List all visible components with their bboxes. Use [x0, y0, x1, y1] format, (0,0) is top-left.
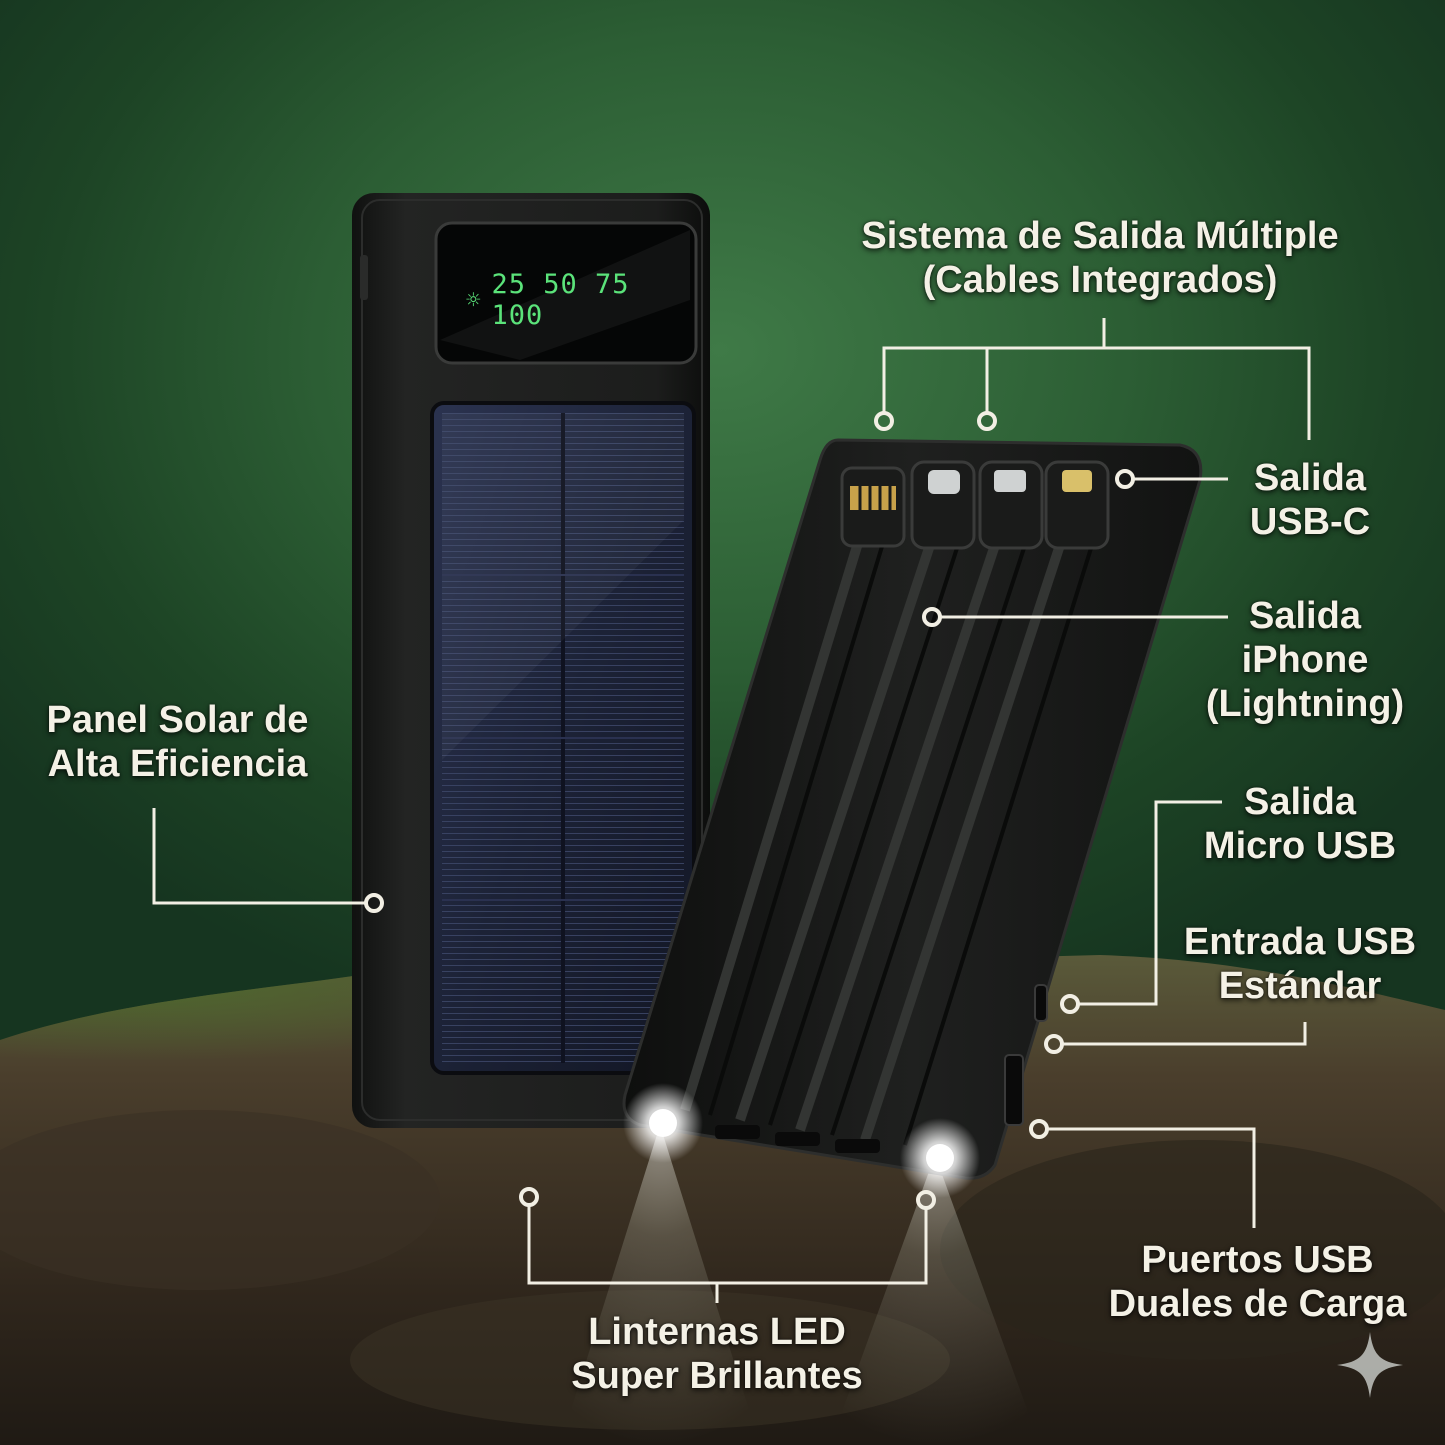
label-multi-output: Sistema de Salida Múltiple (Cables Integ…: [861, 215, 1339, 301]
battery-display: [434, 221, 698, 365]
lightning-connector: [1044, 460, 1110, 550]
sparkle-icon: [1337, 1332, 1403, 1398]
readout-text: 25 50 75 100: [491, 269, 630, 331]
label-usb-c: Salida USB-C: [1249, 457, 1371, 543]
usb-a-connector: [840, 466, 906, 548]
label-dual-usb: Puertos USB Duales de Carga: [1108, 1239, 1407, 1325]
micro-usb-connector: [978, 460, 1044, 550]
usb-c-connector: [910, 460, 976, 550]
label-usb-input: Entrada USB Estándar: [1183, 921, 1417, 1007]
label-iphone: Salida iPhone (Lightning): [1205, 595, 1405, 725]
label-led-lights: Linternas LED Super Brillantes: [571, 1311, 863, 1397]
battery-readout: ☼ 25 50 75 100: [466, 269, 676, 331]
label-micro-usb: Salida Micro USB: [1203, 781, 1397, 867]
label-solar-panel: Panel Solar de Alta Eficiencia: [46, 699, 309, 785]
sun-icon: ☼: [466, 286, 482, 314]
